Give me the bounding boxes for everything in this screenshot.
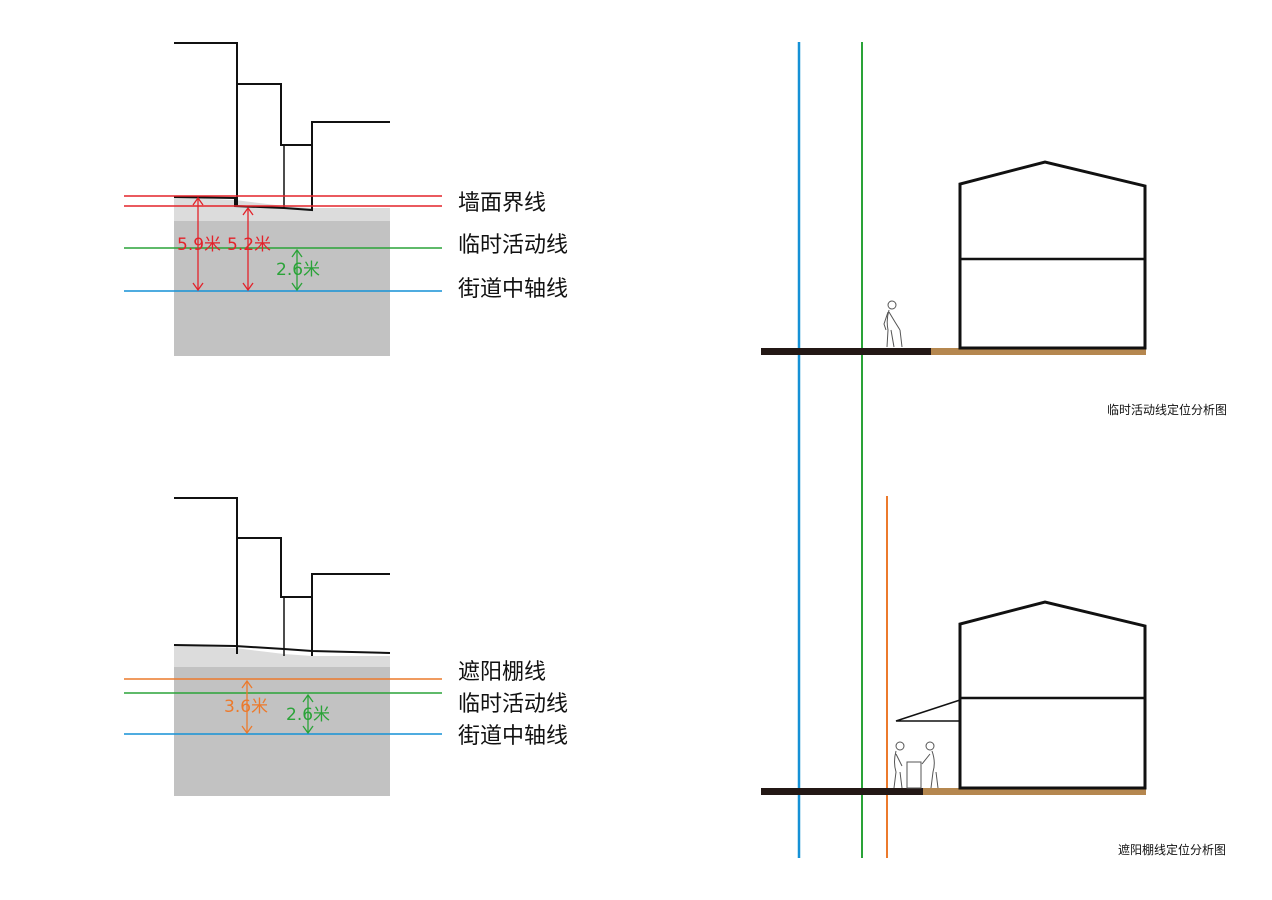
road-dark: [761, 788, 923, 795]
label-awning: 遮阳棚线: [458, 660, 546, 685]
dim-label-3-6: 3.6米: [224, 697, 268, 717]
walking-elder-icon: [883, 300, 903, 348]
house-outline: [958, 160, 1147, 350]
top-section: 临时活动线定位分析图: [761, 160, 1227, 417]
dim-arrow-5-2: [242, 206, 254, 292]
sidewalk-strip: [174, 197, 390, 221]
dim-label-5-9: 5.9米: [177, 235, 221, 255]
label-street-axis: 街道中轴线: [458, 724, 568, 749]
building-outline: [174, 42, 390, 146]
vendor-customers-icon: [893, 741, 939, 789]
dim-arrow-2-6: [302, 693, 314, 735]
building-outline: [174, 497, 390, 598]
dim-label-5-2: 5.2米: [227, 235, 271, 255]
label-temporary-activity: 临时活动线: [458, 692, 568, 717]
awning-canopy: [895, 699, 961, 722]
ground-brown: [923, 788, 1146, 795]
bottom-section: 遮阳棚线定位分析图: [761, 600, 1226, 857]
bottom-plan: 3.6米 2.6米 遮阳棚线 临时活动线 街道中轴线: [124, 497, 568, 796]
dim-arrow-3-6: [241, 679, 253, 735]
dim-arrow-5-9: [192, 196, 204, 292]
street-area: [174, 666, 390, 796]
ground-brown: [931, 348, 1146, 355]
street-area: [174, 220, 390, 356]
label-street-axis: 街道中轴线: [458, 277, 568, 302]
caption-bottom: 遮阳棚线定位分析图: [1118, 842, 1226, 857]
dim-label-2-6: 2.6米: [276, 260, 320, 280]
top-plan: 5.9米 5.2米 2.6米 墙面界线 临时活动线 街道中轴线: [124, 42, 568, 356]
dim-arrow-2-6: [291, 248, 303, 292]
house-outline: [958, 600, 1147, 790]
label-temporary-activity: 临时活动线: [458, 233, 568, 258]
sidewalk-strip: [174, 645, 390, 667]
dim-label-2-6: 2.6米: [286, 705, 330, 725]
road-dark: [761, 348, 931, 355]
caption-top: 临时活动线定位分析图: [1107, 402, 1227, 417]
label-wall-boundary: 墙面界线: [458, 191, 546, 216]
